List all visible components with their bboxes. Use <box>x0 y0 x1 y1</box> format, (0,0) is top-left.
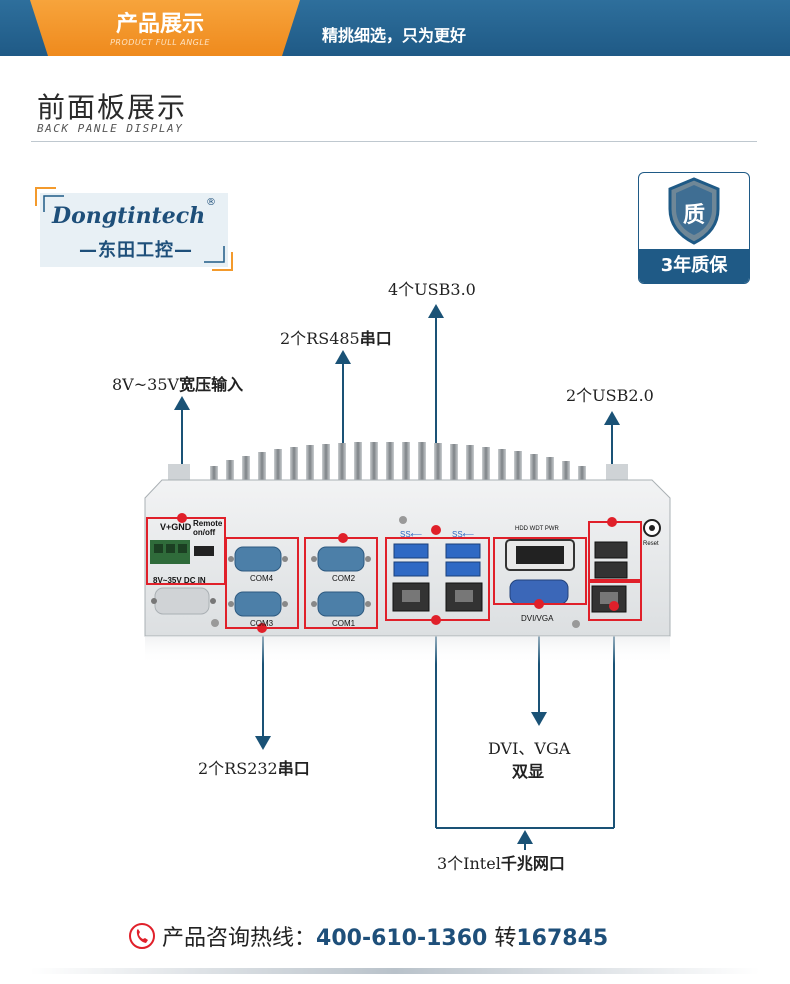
callout-lan-text: 3个Intel <box>437 854 501 873</box>
callout-usb2: 2个USB2.0 <box>566 386 654 405</box>
header-subtitle: PRODUCT FULL ANGLE <box>110 38 210 47</box>
callout-rs485-suffix: 串口 <box>359 329 392 348</box>
section-subtitle: BACK PANLE DISPLAY <box>37 122 184 135</box>
hotline: 产品咨询热线：400-610-1360 转167845 <box>162 920 608 952</box>
panel-com2: COM2 <box>332 574 356 583</box>
logo-registered: ® <box>206 197 216 208</box>
logo-chinese: —东田工控— <box>79 240 193 261</box>
phone-icon <box>129 923 155 949</box>
warranty-label: 3年质保 <box>639 249 749 283</box>
callout-rs485: 2个RS485串口 <box>280 325 392 349</box>
callout-rs232-text: 2个RS232 <box>198 759 278 778</box>
header-title: 产品展示 <box>115 12 204 37</box>
panel-remote: Remote on/off <box>193 519 223 537</box>
header-slogan: 精挑细选，只为更好 <box>322 26 467 45</box>
section-divider <box>31 141 757 142</box>
panel-dcin: 8V~35V DC IN <box>153 576 206 585</box>
shield-icon <box>668 177 720 245</box>
panel-ss1: SS⟵ <box>400 530 423 539</box>
header-tab <box>30 0 300 56</box>
panel-vgnd: V+GND <box>160 522 192 532</box>
callout-dvi-sub: 双显 <box>512 762 545 781</box>
panel-com4: COM4 <box>250 574 274 583</box>
warranty-icon-char: 质 <box>682 203 705 228</box>
logo-wordmark: Dongtintech <box>52 203 206 229</box>
hotline-ext-label: 转 <box>494 926 517 951</box>
callout-lan-suffix: 千兆网口 <box>500 854 565 873</box>
panel-reset: Reset <box>643 541 659 547</box>
logo-corner-marks <box>35 187 233 271</box>
callout-usb3: 4个USB3.0 <box>388 280 476 299</box>
hotline-label: 产品咨询热线： <box>162 926 317 951</box>
callout-rs485-text: 2个RS485 <box>280 329 360 348</box>
hotline-number: 400-610-1360 <box>316 926 488 951</box>
brand-logo <box>40 193 228 267</box>
section-title: 前面板展示 <box>37 91 188 124</box>
panel-leds: HDD WDT PWR <box>515 526 559 532</box>
panel-com3: COM3 <box>250 619 274 628</box>
panel-ss2: SS⟵ <box>452 530 475 539</box>
panel-com1: COM1 <box>332 619 356 628</box>
callout-power-suffix: 宽压输入 <box>179 375 244 394</box>
callout-rs232: 2个RS232串口 <box>198 755 310 779</box>
callout-power-text: 8V~35V <box>112 375 180 394</box>
callout-rs232-suffix: 串口 <box>277 759 310 778</box>
hotline-ext: 167845 <box>516 926 609 951</box>
panel-dvivga: DVI/VGA <box>521 614 554 623</box>
device-front-panel <box>144 442 671 664</box>
callout-lan: 3个Intel千兆网口 <box>437 850 565 874</box>
callout-dvi: DVI、VGA <box>488 739 571 758</box>
warranty-badge: 质 3年质保 <box>638 172 750 284</box>
footer-shadow-line <box>30 968 760 974</box>
callout-power: 8V~35V宽压输入 <box>112 371 243 395</box>
